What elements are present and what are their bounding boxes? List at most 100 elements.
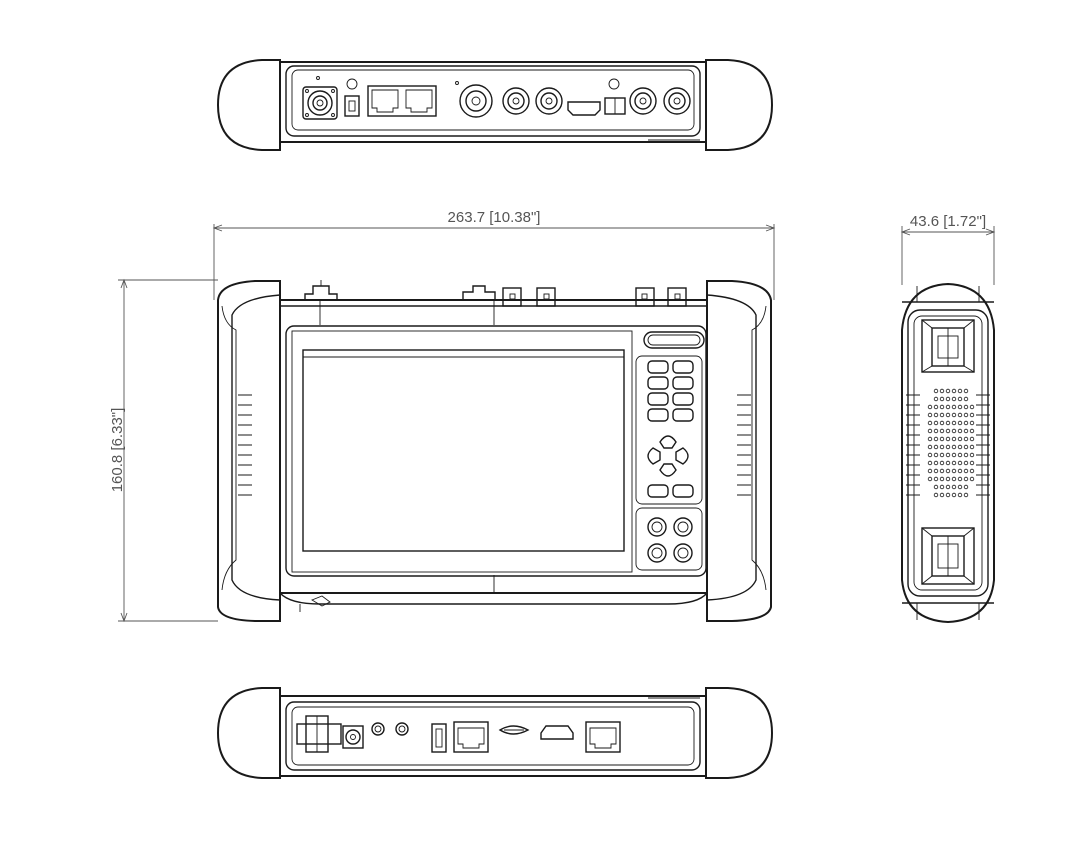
- speaker-hole: [951, 404, 957, 410]
- speaker-hole: [927, 428, 933, 434]
- speaker-hole: [933, 468, 939, 474]
- speaker-hole: [927, 444, 933, 450]
- speaker-hole: [945, 404, 951, 410]
- top-antenna-port: [302, 76, 338, 120]
- speaker-hole: [939, 452, 945, 458]
- speaker-hole: [957, 404, 963, 410]
- speaker-hole: [963, 444, 969, 450]
- speaker-hole: [963, 404, 969, 410]
- speaker-hole: [945, 412, 951, 418]
- speaker-hole: [969, 428, 975, 434]
- speaker-hole: [963, 452, 969, 458]
- speaker-hole: [951, 444, 957, 450]
- speaker-hole: [951, 428, 957, 434]
- speaker-hole: [951, 388, 957, 394]
- speaker-hole: [939, 428, 945, 434]
- speaker-hole: [939, 388, 945, 394]
- speaker-hole: [939, 444, 945, 450]
- speaker-hole: [951, 476, 957, 482]
- top-view-right-bumper: [705, 59, 774, 151]
- side-hinge-top: [921, 319, 975, 373]
- speaker-hole: [957, 484, 963, 490]
- speaker-hole: [963, 460, 969, 466]
- speaker-hole: [963, 396, 969, 402]
- top-view: [216, 59, 774, 151]
- speaker-hole: [969, 452, 975, 458]
- speaker-hole: [951, 468, 957, 474]
- front-screen-bezel: [285, 325, 707, 577]
- speaker-hole: [939, 468, 945, 474]
- speaker-hole: [933, 452, 939, 458]
- speaker-hole: [969, 476, 975, 482]
- side-view: [901, 282, 995, 624]
- speaker-hole: [969, 404, 975, 410]
- speaker-hole: [957, 428, 963, 434]
- speaker-hole: [957, 452, 963, 458]
- speaker-hole: [957, 468, 963, 474]
- speaker-hole: [927, 436, 933, 442]
- front-body: [279, 299, 708, 594]
- speaker-hole: [933, 412, 939, 418]
- speaker-hole: [945, 476, 951, 482]
- speaker-hole: [957, 412, 963, 418]
- speaker-hole: [963, 428, 969, 434]
- speaker-hole: [969, 460, 975, 466]
- speaker-hole: [963, 420, 969, 426]
- front-left-grip-ribs: [238, 394, 252, 496]
- speaker-hole: [957, 492, 963, 498]
- speaker-hole: [963, 484, 969, 490]
- speaker-hole: [957, 388, 963, 394]
- speaker-hole: [969, 420, 975, 426]
- front-left-grip: [217, 280, 281, 622]
- speaker-hole: [963, 412, 969, 418]
- front-right-grip: [706, 280, 772, 622]
- speaker-hole: [945, 436, 951, 442]
- speaker-hole: [933, 396, 939, 402]
- front-jacks: [635, 507, 703, 571]
- speaker-hole: [945, 492, 951, 498]
- speaker-hole: [963, 492, 969, 498]
- side-ribs: [906, 394, 990, 496]
- height-label: 160.8 [6.33"]: [109, 408, 126, 493]
- height-dimension: 160.8 [6.33"]: [109, 278, 218, 623]
- speaker-hole: [927, 420, 933, 426]
- bottom-rj45-port-right: [585, 721, 621, 753]
- speaker-hole: [951, 492, 957, 498]
- bottom-hdmi-port: [540, 725, 574, 740]
- speaker-hole: [939, 404, 945, 410]
- width-dimension: 263.7 [10.38"]: [212, 209, 776, 300]
- bottom-view: [216, 687, 774, 779]
- speaker-hole: [951, 452, 957, 458]
- bottom-audio-jacks: [371, 722, 409, 736]
- speaker-hole: [969, 412, 975, 418]
- speaker-hole: [927, 468, 933, 474]
- top-hdmi-port: [567, 101, 601, 116]
- depth-dimension: 43.6 [1.72"]: [900, 213, 996, 285]
- front-keypad: [635, 331, 705, 505]
- speaker-hole: [963, 436, 969, 442]
- bottom-plug-latch: [296, 715, 342, 753]
- speaker-hole: [969, 468, 975, 474]
- speaker-hole: [945, 428, 951, 434]
- speaker-hole: [933, 436, 939, 442]
- bottom-view-left-bumper: [216, 687, 281, 779]
- top-view-left-bumper: [216, 59, 281, 151]
- speaker-hole: [945, 468, 951, 474]
- speaker-hole: [951, 484, 957, 490]
- speaker-hole: [933, 484, 939, 490]
- speaker-hole: [939, 476, 945, 482]
- speaker-hole: [951, 460, 957, 466]
- speaker-hole: [951, 420, 957, 426]
- front-display: [302, 349, 625, 552]
- speaker-hole: [945, 484, 951, 490]
- speaker-hole: [927, 412, 933, 418]
- speaker-hole: [933, 460, 939, 466]
- depth-label: 43.6 [1.72"]: [910, 213, 986, 230]
- speaker-hole: [927, 404, 933, 410]
- side-speaker-grille: [927, 388, 975, 498]
- speaker-hole: [933, 428, 939, 434]
- speaker-hole: [927, 452, 933, 458]
- speaker-hole: [957, 460, 963, 466]
- side-hinge-bottom: [921, 527, 975, 585]
